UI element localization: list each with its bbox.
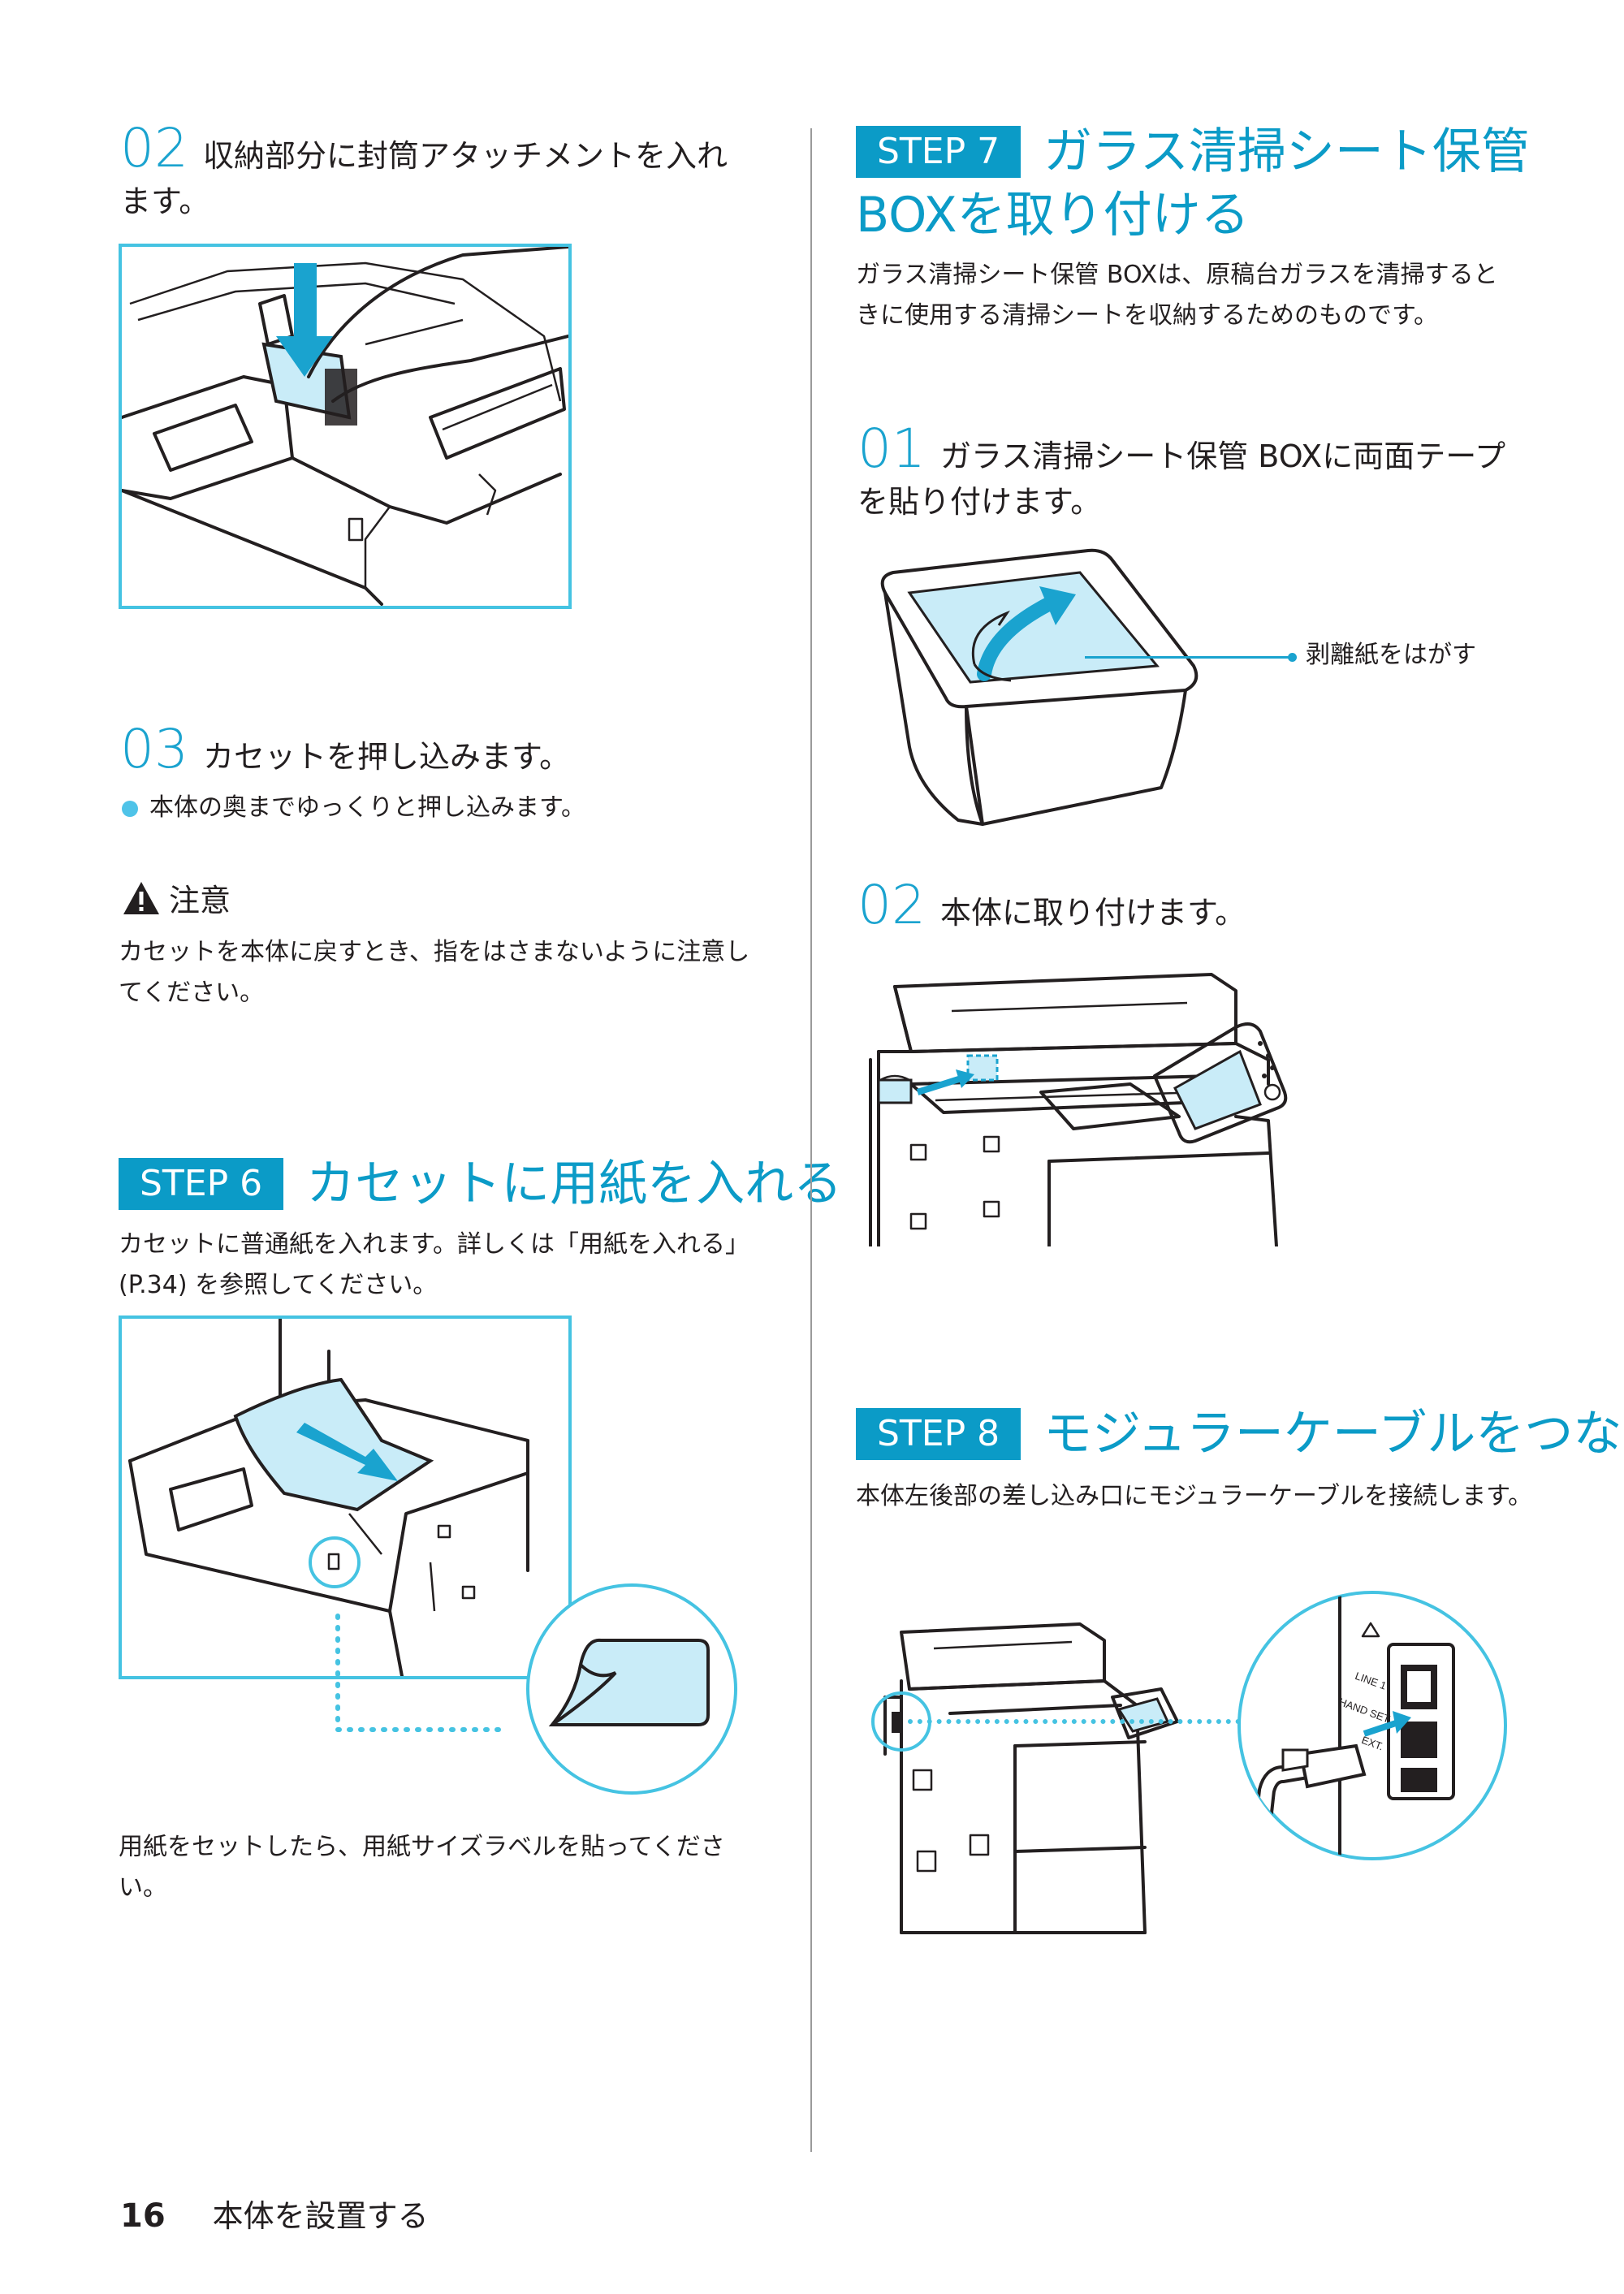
bullet-dot-icon [122,800,138,817]
bullet-text: 本体の奥までゆっくりと押し込みます。 [149,793,585,822]
step-text: カセットを押し込みます。 [202,739,571,775]
step-badge: STEP 6 [119,1158,284,1210]
step-number: 01 [857,417,926,480]
step6-heading: STEP 6 カセットに用紙を入れる [119,1155,842,1213]
step6-description: カセットに普通紙を入れます。詳しくは「用紙を入れる」(P.34) を参照してくだ… [119,1230,749,1299]
callout-leader [1085,656,1293,659]
figure-load-paper [119,1315,572,1679]
figure-envelope-attachment [119,244,572,609]
cable-magnify-circle [1237,1591,1507,1860]
step7-heading: STEP 7 ガラス清掃シート保管 BOXを取り付ける [856,120,1570,247]
step8-heading: STEP 8 モジュラーケーブルをつなぐ [856,1405,1624,1463]
caution-title: 注意 [169,883,231,918]
step-number: 02 [120,117,188,179]
step-text: ガラス清掃シート保管 BOXに両面テープを貼り付けます。 [857,438,1505,520]
magnify-callout [335,1583,737,1795]
footer: 16 本体を設置する [120,2191,429,2236]
step-number: 02 [857,874,926,936]
step-badge: STEP 8 [856,1408,1021,1460]
figure-sheet-box [880,548,1199,826]
step7-description: ガラス清掃シート保管 BOXは、原稿台ガラスを清掃するときに使用する清掃シートを… [856,261,1498,330]
step8-description: 本体左後部の差し込み口にモジュラーケーブルを接続します。 [856,1482,1533,1510]
cable-leader [908,1719,1241,1724]
step-title-line1: ガラス清掃シート保管 [1043,123,1530,180]
caution-heading: 注意 [122,875,231,920]
callout-label: 剥離紙をはがす [1306,641,1476,669]
step-title-line2: BOXを取り付ける [856,187,1250,244]
page-number: 16 [120,2197,166,2235]
step-title: カセットに用紙を入れる [306,1156,843,1212]
step-text: 収納部分に封筒アタッチメントを入れます。 [120,138,728,219]
caution-text: カセットを本体に戻すとき、指をはさまないように注意してください。 [119,938,750,1007]
callout-dot [1288,653,1297,662]
step6-after-text: 用紙をセットしたら、用紙サイズラベルを貼ってください。 [119,1833,725,1902]
step-badge: STEP 7 [856,126,1021,178]
figure-modular-cable [871,1622,1179,1934]
column-divider [810,128,812,2152]
step-title: モジュラーケーブルをつなぐ [1043,1406,1624,1462]
step-number: 03 [120,718,188,780]
figure-printer-attach [869,973,1288,1246]
warning-triangle-icon [123,881,159,914]
section-title: 本体を設置する [212,2198,429,2234]
step-text: 本体に取り付けます。 [939,895,1246,931]
bullet-item: 本体の奥までゆっくりと押し込みます。 [122,788,755,828]
